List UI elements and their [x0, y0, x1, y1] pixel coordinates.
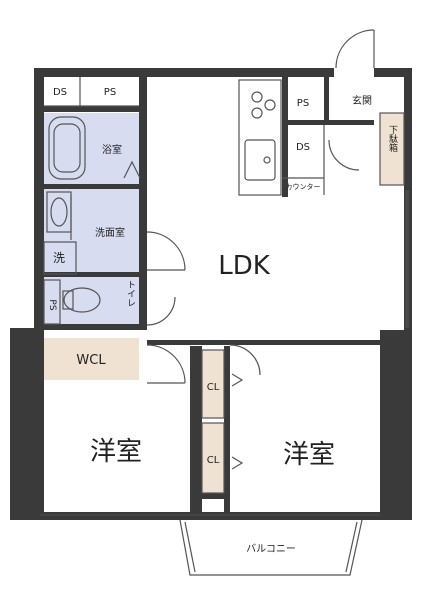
ps-side-label: PS: [47, 299, 57, 310]
ps-kitchen-label: PS: [297, 98, 309, 109]
shoe-box-fill: [380, 113, 404, 185]
wcl-label: WCL: [76, 353, 106, 368]
shoe-box-label: 下駄箱: [387, 125, 398, 153]
counter-label: カウンター: [286, 182, 321, 191]
entrance-label: 玄関: [352, 94, 372, 107]
wcl-fill: [43, 338, 139, 380]
western-right-label: 洋室: [283, 440, 335, 470]
ds-top-label: DS: [53, 87, 67, 98]
fixture-lines: [40, 29, 409, 576]
ldk-label: LDK: [218, 251, 271, 281]
washer-label: 洗: [53, 251, 65, 265]
interior-walls: [44, 77, 382, 514]
cl-upper-label: CL: [207, 382, 220, 393]
cl-upper-fill: [202, 350, 224, 418]
western-left-label: 洋室: [90, 437, 142, 467]
ps-top-label: PS: [104, 87, 116, 98]
ds-kitchen-label: DS: [296, 142, 310, 153]
cl-lower-label: CL: [207, 455, 220, 466]
bath-fill: [43, 113, 143, 188]
bath-label: 浴室: [102, 143, 122, 156]
balcony-label: バルコニー: [246, 543, 296, 555]
washroom-label: 洗面室: [95, 226, 125, 239]
cl-lower-fill: [202, 423, 224, 493]
toilet-label: トイレ: [125, 280, 136, 307]
